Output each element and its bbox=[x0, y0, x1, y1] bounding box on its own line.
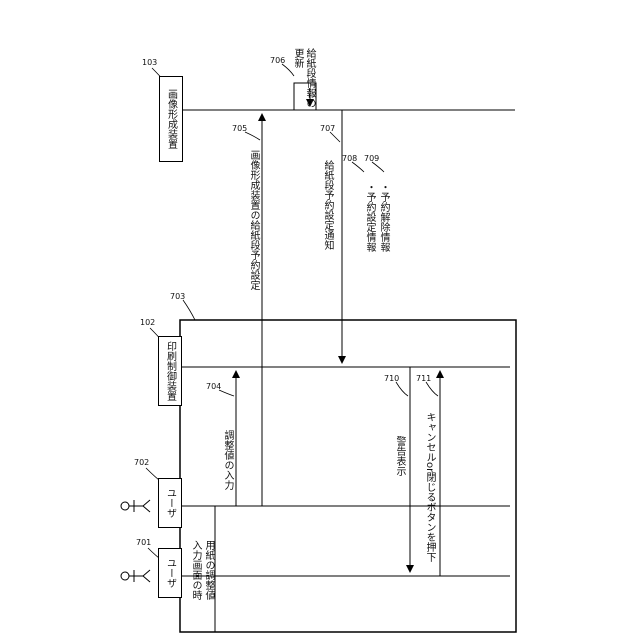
ref-102: 102 bbox=[140, 318, 155, 327]
ref-708: 708 bbox=[342, 154, 357, 163]
user-701-icon bbox=[121, 570, 150, 582]
msg-711-label: キャンセルor閉じるボタンを押下 bbox=[424, 412, 435, 562]
leader-708 bbox=[352, 162, 364, 172]
user-702-label: ユーザ bbox=[165, 488, 176, 518]
ref-701: 701 bbox=[136, 538, 151, 547]
ref-707: 707 bbox=[320, 124, 335, 133]
msg-708-label: ・予約設定情報 bbox=[364, 182, 375, 252]
ref-711: 711 bbox=[416, 374, 431, 383]
ref-710: 710 bbox=[384, 374, 399, 383]
ref-703: 703 bbox=[170, 292, 185, 301]
leader-707 bbox=[330, 132, 340, 142]
msg-705-label: 画像形成装置の給紙段予約設定 bbox=[248, 150, 259, 290]
ref-704: 704 bbox=[206, 382, 221, 391]
msg-709-label: ・予約解除情報 bbox=[378, 182, 389, 252]
user-701-label: ユーザ bbox=[165, 558, 176, 588]
msg-710-label: 警告表示 bbox=[394, 436, 405, 476]
msg-706-line1: 給紙段情報の bbox=[304, 48, 315, 108]
device-102-label: 印刷制御装置 bbox=[165, 341, 176, 401]
ref-702: 702 bbox=[134, 458, 149, 467]
leader-711 bbox=[426, 382, 438, 396]
msg-706-line2: 更新 bbox=[292, 48, 303, 108]
device-103-box: 画像形成装置 bbox=[159, 76, 183, 162]
user-702-icon bbox=[121, 500, 150, 512]
leader-709 bbox=[372, 162, 384, 172]
ref-705: 705 bbox=[232, 124, 247, 133]
frame-caption-line2: 入力画面の時 bbox=[190, 540, 201, 632]
frame-caption: 用紙の調整値 入力画面の時 bbox=[186, 540, 214, 632]
ref-706: 706 bbox=[270, 56, 285, 65]
msg-706-label: 給紙段情報の 更新 bbox=[292, 48, 315, 108]
ref-709: 709 bbox=[364, 154, 379, 163]
frame-caption-line1: 用紙の調整値 bbox=[203, 540, 214, 632]
ref-103: 103 bbox=[142, 58, 157, 67]
device-102-box: 印刷制御装置 bbox=[158, 336, 182, 406]
leader-703 bbox=[183, 300, 195, 320]
msg-707-label: 給紙段予約設定通知 bbox=[322, 160, 333, 250]
user-701-box: ユーザ bbox=[158, 548, 182, 598]
device-103-label: 画像形成装置 bbox=[166, 89, 177, 149]
msg-704-label: 調整値の入力 bbox=[222, 430, 233, 490]
leader-710 bbox=[396, 382, 408, 396]
user-702-box: ユーザ bbox=[158, 478, 182, 528]
leader-705 bbox=[245, 132, 260, 140]
